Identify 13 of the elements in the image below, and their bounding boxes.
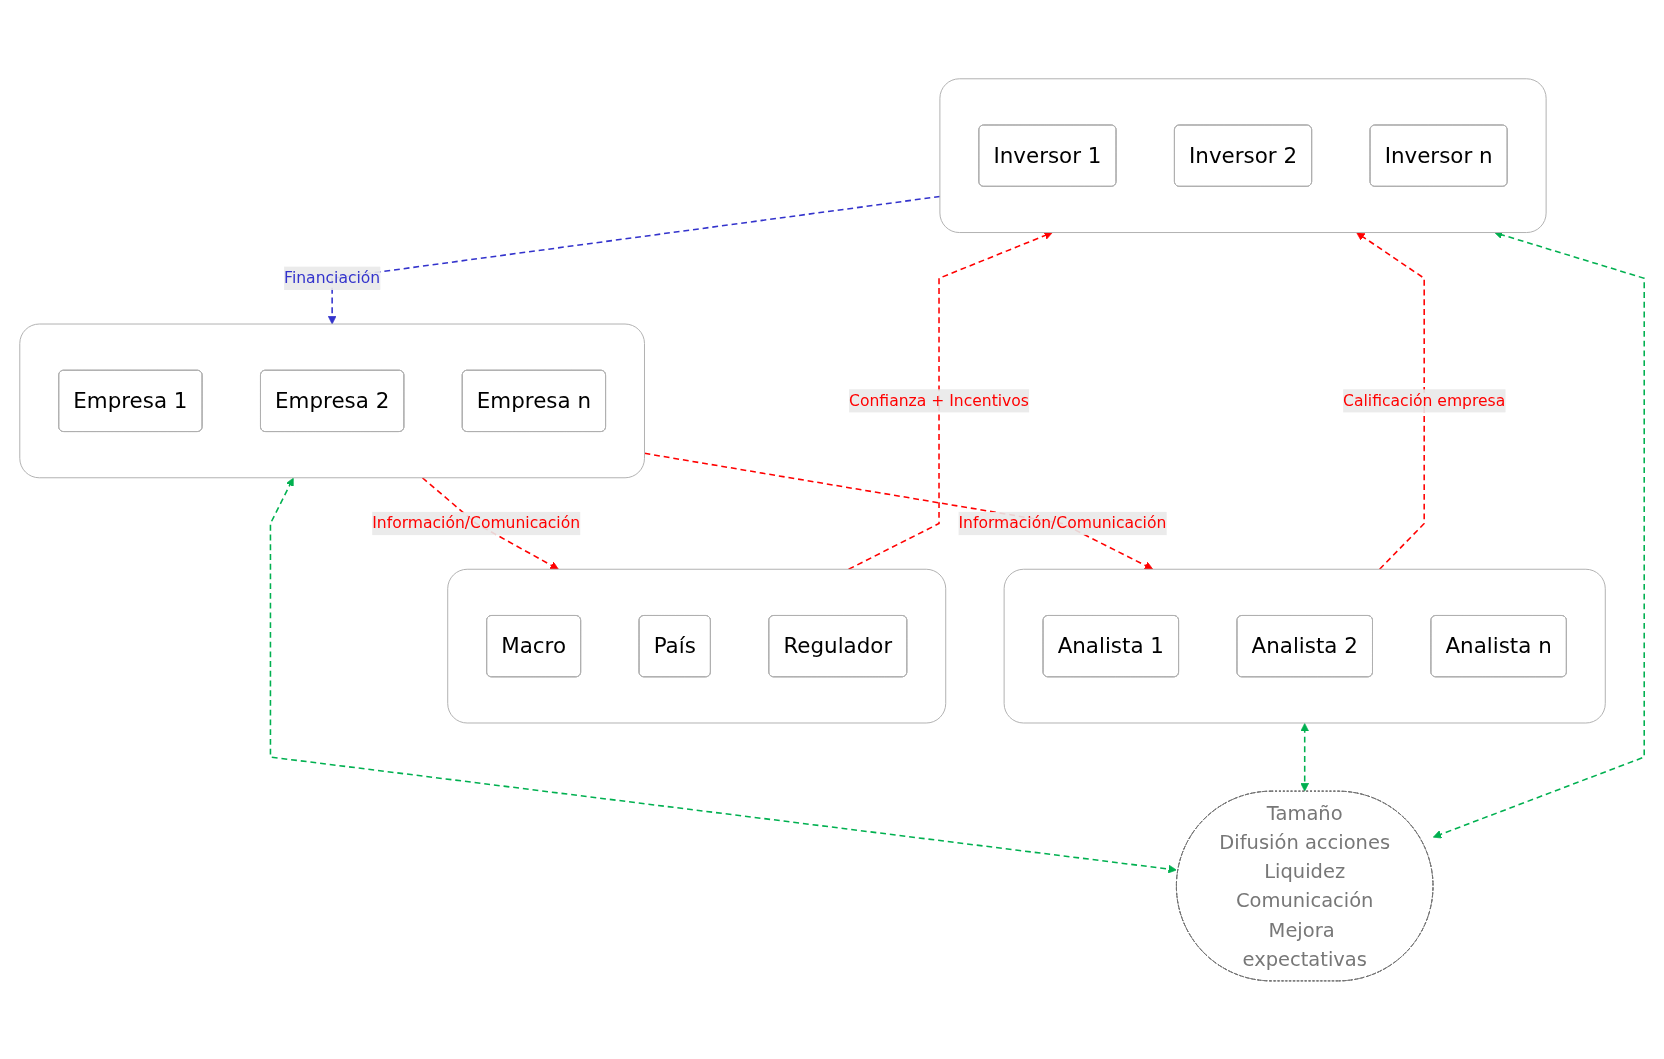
edge-label: Información/Comunicación [958,513,1167,532]
arrow [1356,231,1425,570]
arrow [327,195,941,325]
cluster [1003,568,1606,724]
edge-label: Información/Comunicación [372,513,581,532]
cluster [939,77,1547,233]
edge-label: Calificación empresa [1343,390,1506,410]
cluster [19,323,645,478]
cluster [447,568,947,724]
edge-label: Confianza + Incentivos [849,390,1029,410]
arrow [847,231,1053,570]
arrow [1300,722,1309,792]
edge-label: Financiación [284,268,381,287]
